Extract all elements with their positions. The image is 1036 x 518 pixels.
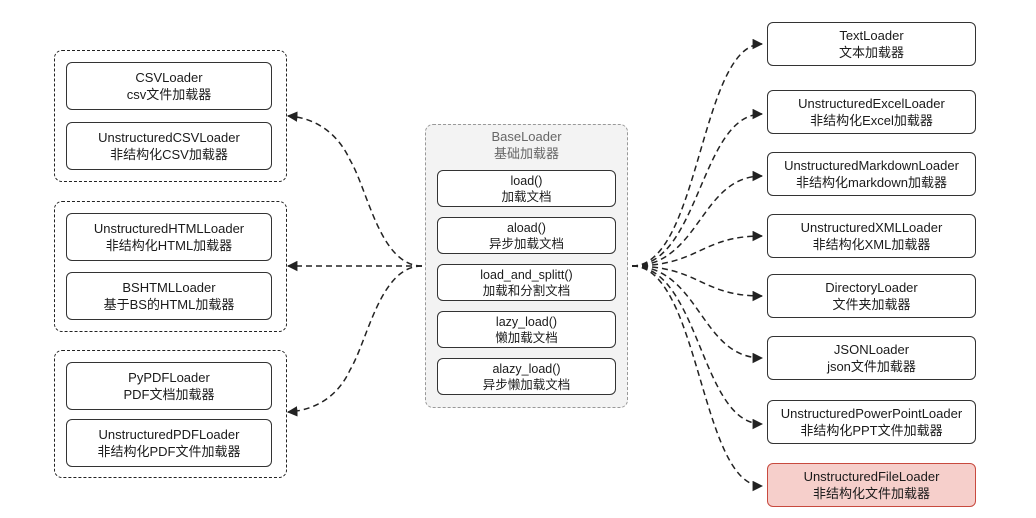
left-group-pdf bbox=[54, 350, 287, 478]
method-desc: 懒加载文档 bbox=[495, 330, 558, 345]
loader-name: TextLoader bbox=[839, 28, 904, 43]
edge-right-8 bbox=[631, 265, 764, 492]
loader-node[interactable]: UnstructuredHTMLLoader 非结构化HTML加载器 bbox=[66, 213, 272, 261]
loader-name: UnstructuredFileLoader bbox=[803, 469, 940, 484]
loader-desc: 非结构化PPT文件加载器 bbox=[800, 423, 943, 438]
method-desc: 加载和分割文档 bbox=[482, 283, 571, 298]
loader-node[interactable]: UnstructuredExcelLoader 非结构化Excel加载器 bbox=[767, 90, 976, 134]
loader-name: DirectoryLoader bbox=[825, 280, 918, 295]
loader-desc: PDF文档加载器 bbox=[123, 387, 215, 402]
loader-node-highlighted[interactable]: UnstructuredFileLoader 非结构化文件加载器 bbox=[767, 463, 976, 507]
edge-right-3 bbox=[631, 170, 764, 267]
edge-right-2 bbox=[631, 108, 764, 267]
loader-desc: 文件夹加载器 bbox=[832, 297, 911, 312]
loader-name: CSVLoader bbox=[135, 70, 203, 85]
base-loader-name: BaseLoader bbox=[491, 129, 562, 144]
loader-desc: 非结构化PDF文件加载器 bbox=[97, 444, 241, 459]
loader-name: UnstructuredXMLLoader bbox=[800, 220, 943, 235]
loader-node[interactable]: UnstructuredMarkdownLoader 非结构化markdown加… bbox=[767, 152, 976, 196]
loader-name: JSONLoader bbox=[833, 342, 910, 357]
loader-desc: json文件加载器 bbox=[827, 359, 916, 374]
method-name: load() bbox=[510, 173, 543, 188]
loader-desc: 文本加载器 bbox=[838, 45, 904, 60]
edge-left-group-3 bbox=[286, 265, 423, 417]
method-node[interactable]: alazy_load() 异步懒加载文档 bbox=[437, 358, 616, 395]
base-loader-desc: 基础加载器 bbox=[493, 146, 559, 161]
left-group-csv bbox=[54, 50, 287, 182]
edge-right-7 bbox=[631, 265, 764, 430]
loader-node[interactable]: UnstructuredPowerPointLoader 非结构化PPT文件加载… bbox=[767, 400, 976, 444]
loader-name: UnstructuredHTMLLoader bbox=[93, 221, 245, 236]
method-name: load_and_splitt() bbox=[480, 267, 573, 282]
loader-desc: 基于BS的HTML加载器 bbox=[103, 297, 235, 312]
left-group-html bbox=[54, 201, 287, 332]
loader-name: UnstructuredExcelLoader bbox=[798, 96, 945, 111]
loader-node[interactable]: DirectoryLoader 文件夹加载器 bbox=[767, 274, 976, 318]
loader-name: UnstructuredMarkdownLoader bbox=[784, 158, 959, 173]
loader-node[interactable]: JSONLoader json文件加载器 bbox=[767, 336, 976, 380]
method-desc: 异步懒加载文档 bbox=[482, 377, 571, 392]
loader-desc: 非结构化Excel加载器 bbox=[810, 113, 933, 128]
loader-desc: 非结构化markdown加载器 bbox=[796, 175, 947, 190]
loader-node[interactable]: UnstructuredPDFLoader 非结构化PDF文件加载器 bbox=[66, 419, 272, 467]
method-node[interactable]: aload() 异步加载文档 bbox=[437, 217, 616, 254]
loader-desc: csv文件加载器 bbox=[126, 87, 212, 102]
method-name: alazy_load() bbox=[492, 361, 561, 376]
base-loader-title: BaseLoader 基础加载器 bbox=[425, 128, 628, 162]
method-node[interactable]: lazy_load() 懒加载文档 bbox=[437, 311, 616, 348]
loader-name: PyPDFLoader bbox=[128, 370, 210, 385]
method-name: lazy_load() bbox=[495, 314, 558, 329]
method-name: aload() bbox=[507, 220, 546, 235]
loader-desc: 非结构化XML加载器 bbox=[812, 237, 931, 252]
loader-desc: 非结构化HTML加载器 bbox=[105, 238, 233, 253]
method-node[interactable]: load() 加载文档 bbox=[437, 170, 616, 207]
loader-name: UnstructuredCSVLoader bbox=[98, 130, 240, 145]
loader-node[interactable]: CSVLoader csv文件加载器 bbox=[66, 62, 272, 110]
loader-node[interactable]: UnstructuredXMLLoader 非结构化XML加载器 bbox=[767, 214, 976, 258]
loader-node[interactable]: PyPDFLoader PDF文档加载器 bbox=[66, 362, 272, 410]
loader-name: UnstructuredPowerPointLoader bbox=[780, 406, 963, 421]
edge-right-1 bbox=[631, 38, 764, 267]
loader-desc: 非结构化CSV加载器 bbox=[110, 147, 228, 162]
loader-name: BSHTMLLoader bbox=[122, 280, 216, 295]
loader-name: UnstructuredPDFLoader bbox=[98, 427, 240, 442]
edge-left-group-1 bbox=[286, 111, 423, 267]
method-desc: 加载文档 bbox=[501, 189, 552, 204]
loader-node[interactable]: TextLoader 文本加载器 bbox=[767, 22, 976, 66]
edge-right-6 bbox=[631, 265, 764, 364]
method-desc: 异步加载文档 bbox=[488, 236, 564, 251]
edge-right-5 bbox=[631, 265, 764, 302]
loader-node[interactable]: BSHTMLLoader 基于BS的HTML加载器 bbox=[66, 272, 272, 320]
loader-node[interactable]: UnstructuredCSVLoader 非结构化CSV加载器 bbox=[66, 122, 272, 170]
method-node[interactable]: load_and_splitt() 加载和分割文档 bbox=[437, 264, 616, 301]
edge-right-4 bbox=[631, 230, 764, 267]
loader-desc: 非结构化文件加载器 bbox=[812, 486, 930, 501]
